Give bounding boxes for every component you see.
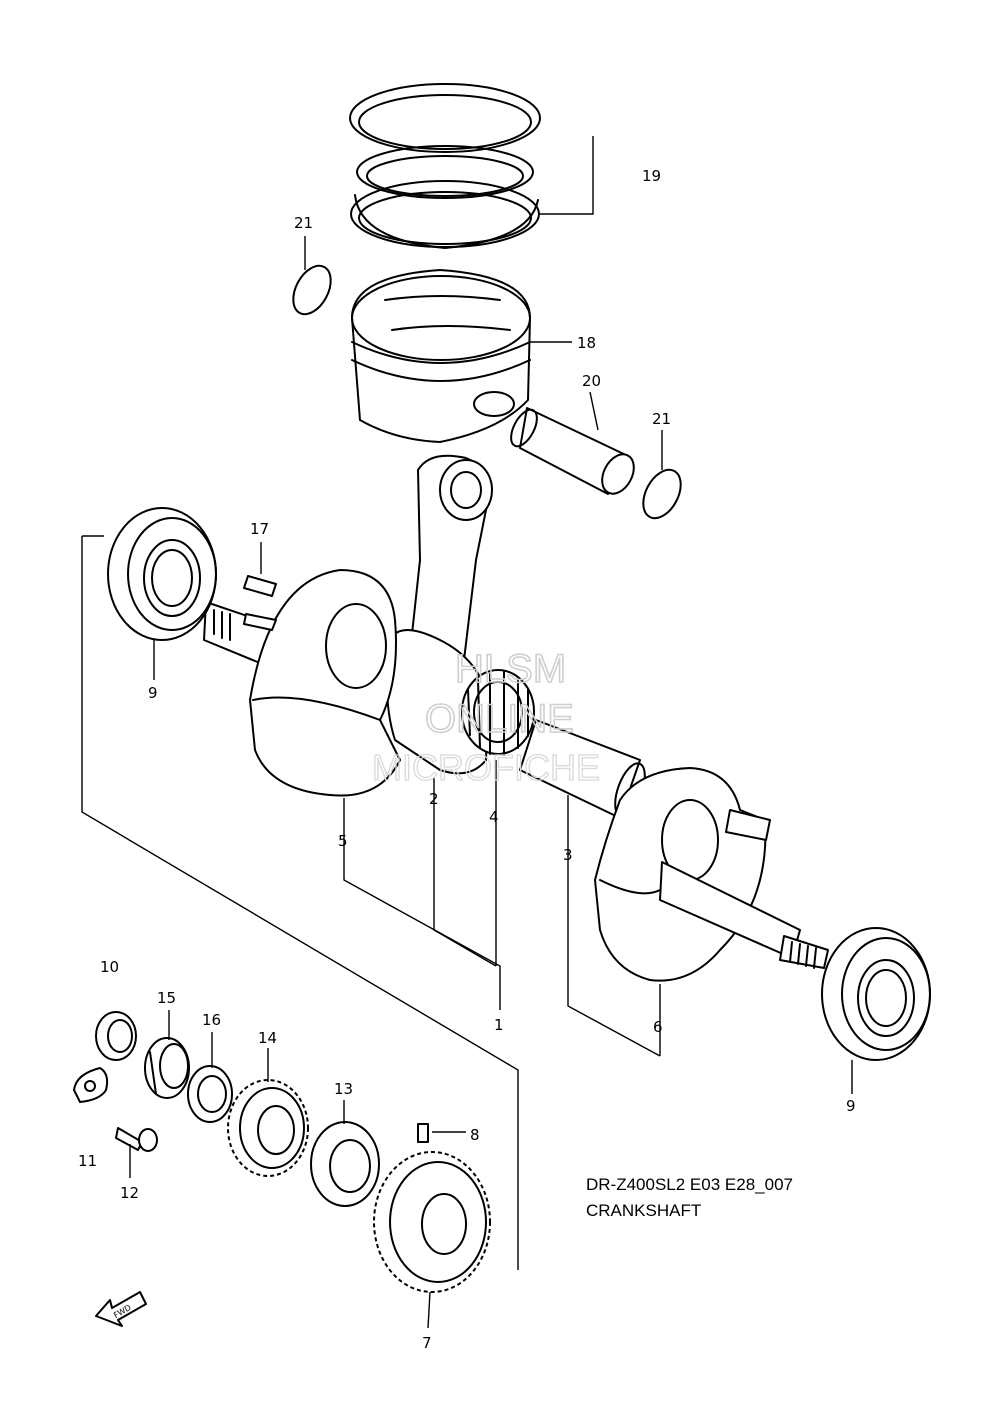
callout-19: 19 bbox=[642, 167, 661, 185]
callout-21-upper: 21 bbox=[294, 214, 313, 232]
watermark-line-1: HLSM bbox=[455, 647, 566, 691]
callout-20: 20 bbox=[582, 372, 601, 390]
spacer-washer[interactable] bbox=[187, 1065, 233, 1123]
callout-10: 10 bbox=[100, 958, 119, 976]
callout-16: 16 bbox=[202, 1011, 221, 1029]
key[interactable] bbox=[243, 575, 277, 597]
callout-11: 11 bbox=[78, 1152, 97, 1170]
connecting-rod[interactable] bbox=[385, 454, 493, 775]
callout-5: 5 bbox=[338, 832, 348, 850]
circlip-lower[interactable] bbox=[636, 464, 689, 525]
watermark-line-2: ONLINE bbox=[425, 697, 574, 741]
bearing-right[interactable] bbox=[821, 927, 931, 1061]
crank-left[interactable] bbox=[203, 569, 401, 797]
callout-12: 12 bbox=[120, 1184, 139, 1202]
callout-15: 15 bbox=[157, 989, 176, 1007]
callout-6: 6 bbox=[653, 1018, 663, 1036]
callout-8: 8 bbox=[470, 1126, 480, 1144]
callout-3: 3 bbox=[563, 846, 573, 864]
callout-17: 17 bbox=[250, 520, 269, 538]
thrust-washer[interactable] bbox=[310, 1121, 380, 1207]
pin[interactable] bbox=[417, 1123, 429, 1143]
callout-9-left: 9 bbox=[148, 684, 158, 702]
oil-seal[interactable] bbox=[95, 1011, 137, 1061]
bearing-left[interactable] bbox=[107, 507, 217, 641]
callout-2: 2 bbox=[429, 790, 439, 808]
diagram-code: DR-Z400SL2 E03 E28_007 bbox=[586, 1175, 793, 1194]
front-arrow-icon: FWD bbox=[95, 1291, 147, 1327]
callout-9-right: 9 bbox=[846, 1097, 856, 1115]
piston[interactable] bbox=[351, 269, 531, 443]
circlip-upper[interactable] bbox=[286, 260, 339, 321]
bushing[interactable] bbox=[144, 1037, 190, 1099]
callout-4: 4 bbox=[489, 808, 499, 826]
watermark-line-3: MICROFICHE bbox=[372, 747, 600, 788]
screw[interactable] bbox=[115, 1127, 158, 1152]
crank-right[interactable] bbox=[594, 767, 829, 982]
diagram-title: CRANKSHAFT bbox=[586, 1201, 701, 1220]
gear-small[interactable] bbox=[227, 1079, 309, 1177]
piston-pin[interactable] bbox=[506, 406, 640, 499]
callout-7: 7 bbox=[422, 1334, 432, 1352]
retainer-plate[interactable] bbox=[73, 1067, 109, 1103]
callout-18: 18 bbox=[577, 334, 596, 352]
piston-rings[interactable] bbox=[349, 83, 541, 249]
gear-large[interactable] bbox=[373, 1151, 491, 1293]
callout-13: 13 bbox=[334, 1080, 353, 1098]
needle-bearing[interactable] bbox=[461, 669, 535, 756]
callout-14: 14 bbox=[258, 1029, 277, 1047]
callout-1: 1 bbox=[494, 1016, 504, 1034]
callout-21-lower: 21 bbox=[652, 410, 671, 428]
